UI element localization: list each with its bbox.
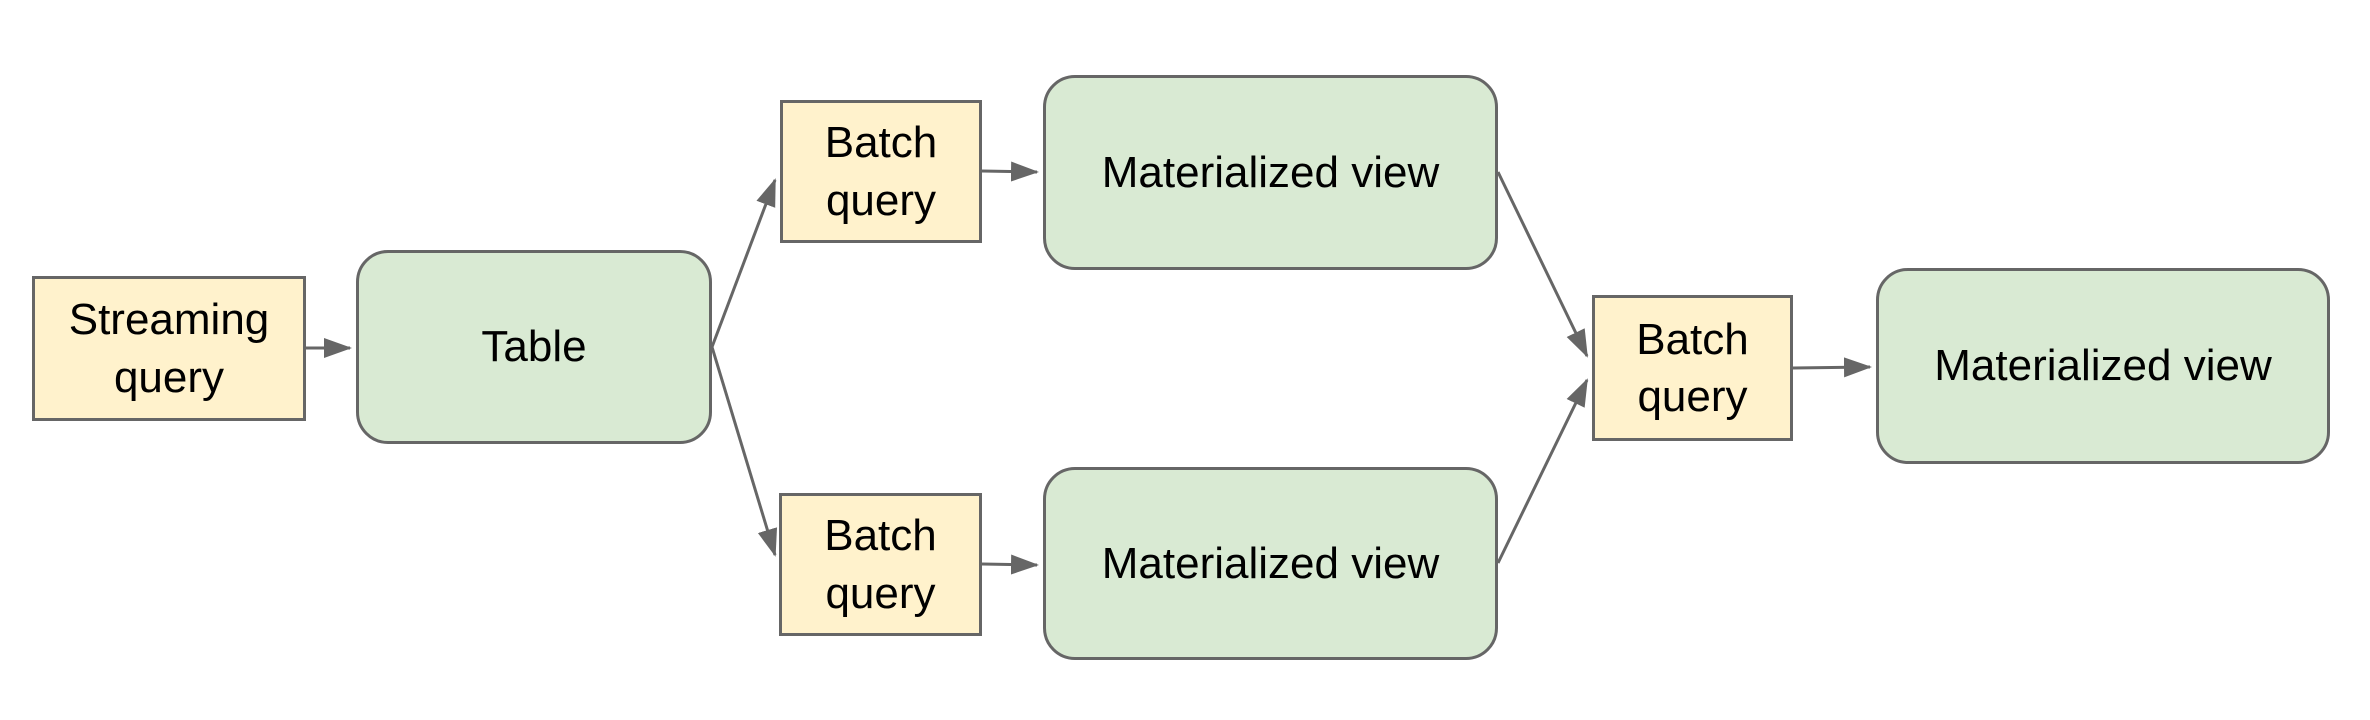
node-label: Materialized view bbox=[1101, 147, 1440, 197]
node-materialized-view-top: Materialized view bbox=[1043, 75, 1498, 270]
node-label: Batch query bbox=[1636, 314, 1749, 421]
node-label: Table bbox=[481, 322, 587, 372]
edge-materialized-view-top-to-batch-query-right bbox=[1496, 171, 1589, 358]
node-label: Streaming query bbox=[68, 295, 270, 402]
node-batch-query-bottom: Batch query bbox=[779, 493, 982, 636]
node-label: Batch query bbox=[824, 511, 937, 618]
node-materialized-view-bottom: Materialized view bbox=[1043, 467, 1498, 660]
edge-batch-query-top-to-materialized-view-top bbox=[981, 161, 1039, 182]
node-batch-query-top: Batch query bbox=[780, 100, 982, 243]
edge-table-to-batch-query-top bbox=[710, 178, 777, 348]
edge-materialized-view-bottom-to-batch-query-right bbox=[1496, 378, 1589, 564]
node-label: Materialized view bbox=[1101, 538, 1440, 588]
node-batch-query-right: Batch query bbox=[1592, 295, 1793, 441]
node-streaming-query: Streaming query bbox=[32, 276, 306, 421]
node-label: Batch query bbox=[824, 118, 938, 225]
edge-batch-query-bottom-to-materialized-view-bottom bbox=[981, 554, 1039, 575]
edge-batch-query-right-to-materialized-view-right bbox=[1792, 357, 1872, 378]
edge-table-to-batch-query-bottom bbox=[710, 346, 778, 557]
node-label: Materialized view bbox=[1934, 341, 2272, 391]
node-materialized-view-right: Materialized view bbox=[1876, 268, 2330, 464]
node-table: Table bbox=[356, 250, 712, 444]
